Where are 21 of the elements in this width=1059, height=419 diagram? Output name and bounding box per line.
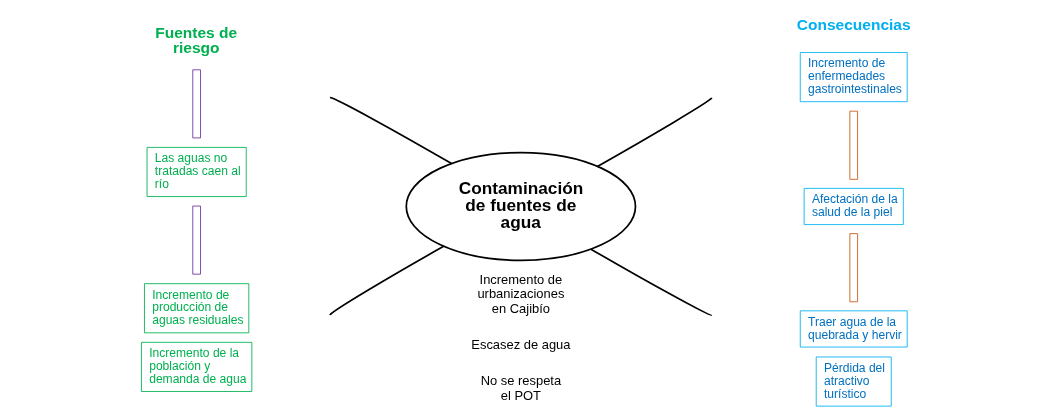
node-box: Pérdida del atractivo turístico	[815, 356, 892, 407]
node-box: Las aguas no tratadas caen al río	[146, 146, 247, 197]
node-box: Incremento de enfermedades gastrointestinales	[799, 52, 908, 103]
node-box: Incremento de producción de aguas residuales	[144, 283, 250, 334]
label: Fuentes de riesgo	[155, 23, 238, 57]
node-bar	[849, 110, 859, 180]
node-bar	[192, 69, 201, 139]
label: No se respeta el POT	[480, 373, 562, 403]
connector	[590, 248, 713, 317]
label: Escasez de agua	[471, 337, 571, 353]
node-box: Afectación de la salud de la piel	[803, 187, 904, 225]
node-bar	[192, 205, 201, 275]
label: Incremento de urbanizaciones en Cajibío	[477, 271, 565, 316]
connector	[596, 97, 713, 168]
node-box: Traer agua de la quebrada y hervir	[799, 310, 908, 348]
node-ellipse: Contaminación de fuentes de agua	[405, 151, 637, 262]
label: Consecuencias	[796, 16, 911, 34]
connector	[329, 96, 453, 165]
node-bar	[849, 233, 859, 303]
node-box: Incremento de la población y demanda de agua	[141, 341, 253, 392]
connector	[329, 245, 445, 316]
